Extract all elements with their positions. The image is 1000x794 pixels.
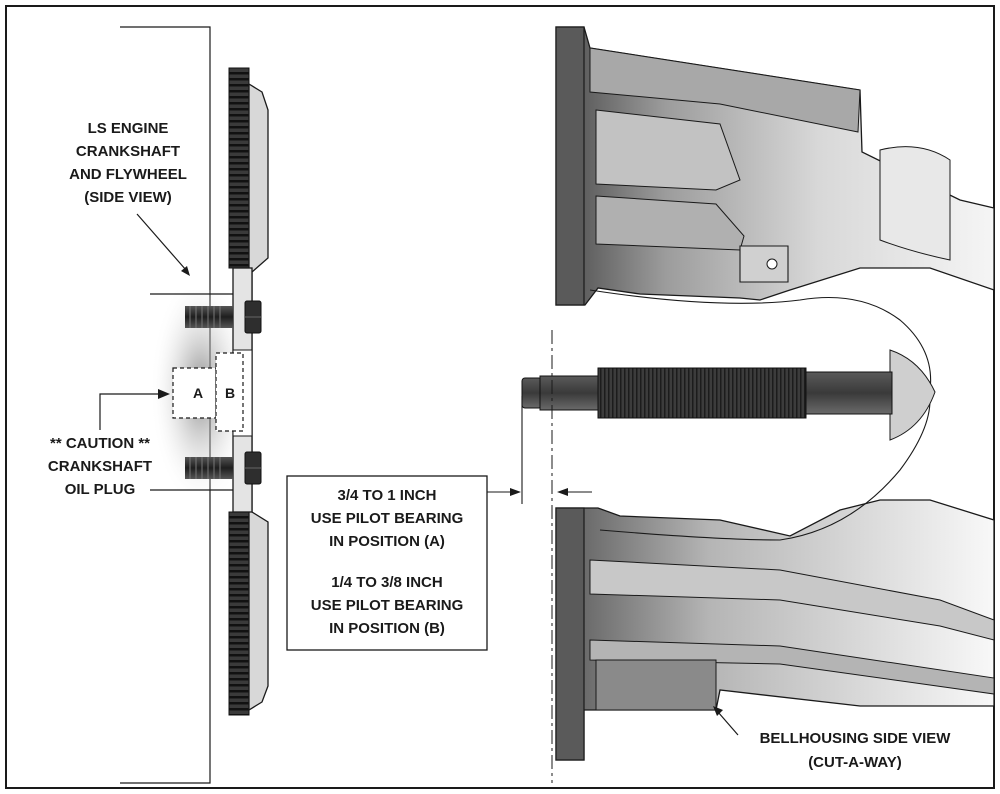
- note-a-line-2: USE PILOT BEARING: [311, 510, 464, 527]
- input-shaft-pilot-tip: [521, 377, 543, 409]
- bellhousing-upper-boss: [739, 245, 789, 283]
- crankshaft-label: LS ENGINE CRANKSHAFT AND FLYWHEEL (SIDE …: [69, 120, 187, 206]
- position-a-label: A: [193, 385, 203, 401]
- note-b-line-2: USE PILOT BEARING: [311, 597, 464, 614]
- input-shaft-splines: [597, 367, 807, 419]
- bellhousing: [555, 26, 995, 761]
- bellhousing-bore-edge: [889, 349, 936, 441]
- position-b-label: B: [225, 385, 235, 401]
- caution-label-line-2: CRANKSHAFT: [48, 458, 152, 475]
- flywheel-ring-gear-upper: [228, 67, 250, 269]
- crankshaft-leader-line: [136, 213, 187, 271]
- crankshaft-label-line-2: CRANKSHAFT: [76, 143, 180, 160]
- bellhousing-lower-casting: [555, 499, 995, 761]
- bellhousing-leader-arrow: [713, 706, 723, 716]
- outer-border: [5, 5, 995, 789]
- note-b-line-1: 1/4 TO 3/8 INCH: [331, 574, 442, 591]
- note-a-line-1: 3/4 TO 1 INCH: [338, 487, 437, 504]
- input-shaft-rear: [805, 371, 893, 415]
- pilot-bearing-position-b: [215, 352, 244, 432]
- pilot-bearing-position-a: [172, 367, 217, 419]
- flywheel-bolt-upper: [185, 300, 262, 334]
- dimension-arrow-right-head: [557, 488, 568, 496]
- caution-leader-arrow: [158, 389, 170, 399]
- bellhousing-lower-flange: [555, 507, 585, 761]
- bellhousing-label-line-1: BELLHOUSING SIDE VIEW: [760, 730, 952, 747]
- bellhousing-upper-rib-2: [595, 109, 741, 191]
- crankshaft-label-line-4: (SIDE VIEW): [84, 189, 172, 206]
- flywheel-bolt-lower: [185, 451, 262, 485]
- bellhousing-upper-rib-3: [595, 195, 745, 251]
- bellhousing-upper-flange: [555, 26, 585, 306]
- flywheel-ring-gear-lower: [228, 511, 250, 716]
- bellhousing-label-line-2: (CUT-A-WAY): [808, 754, 902, 771]
- bellhousing-lower-contour: [599, 399, 931, 541]
- crankshaft-leader-arrow: [181, 266, 190, 276]
- note-group-b: 1/4 TO 3/8 INCH USE PILOT BEARING IN POS…: [311, 574, 464, 637]
- caution-label-line-3: OIL PLUG: [65, 481, 136, 498]
- bellhousing-upper-contour: [589, 289, 932, 391]
- bellhousing-leader-line: [717, 711, 739, 736]
- bellhousing-lower-rib-1: [589, 559, 995, 641]
- note-b-line-3: IN POSITION (B): [329, 620, 445, 637]
- bellhousing-lower-rib-2: [589, 639, 995, 695]
- bellhousing-upper-pocket: [879, 146, 951, 261]
- caution-label-line-1: ** CAUTION **: [50, 435, 150, 452]
- bellhousing-lower-block: [595, 659, 717, 711]
- bellhousing-upper-rib-1: [589, 47, 861, 133]
- note-a-line-3: IN POSITION (A): [329, 533, 445, 550]
- crankshaft-label-line-1: LS ENGINE: [88, 120, 169, 137]
- input-shaft-body: [539, 375, 599, 411]
- note-group-a: 3/4 TO 1 INCH USE PILOT BEARING IN POSIT…: [311, 487, 464, 550]
- dimension-note-box: [286, 475, 488, 651]
- bellhousing-upper-boss-hole: [766, 258, 778, 270]
- caution-leader-line: [99, 393, 160, 430]
- dimension-arrow-left-head: [510, 488, 521, 496]
- caution-label: ** CAUTION ** CRANKSHAFT OIL PLUG: [48, 435, 152, 498]
- crankshaft-label-line-3: AND FLYWHEEL: [69, 166, 187, 183]
- bellhousing-label: BELLHOUSING SIDE VIEW (CUT-A-WAY): [760, 730, 952, 771]
- input-shaft: [521, 367, 893, 419]
